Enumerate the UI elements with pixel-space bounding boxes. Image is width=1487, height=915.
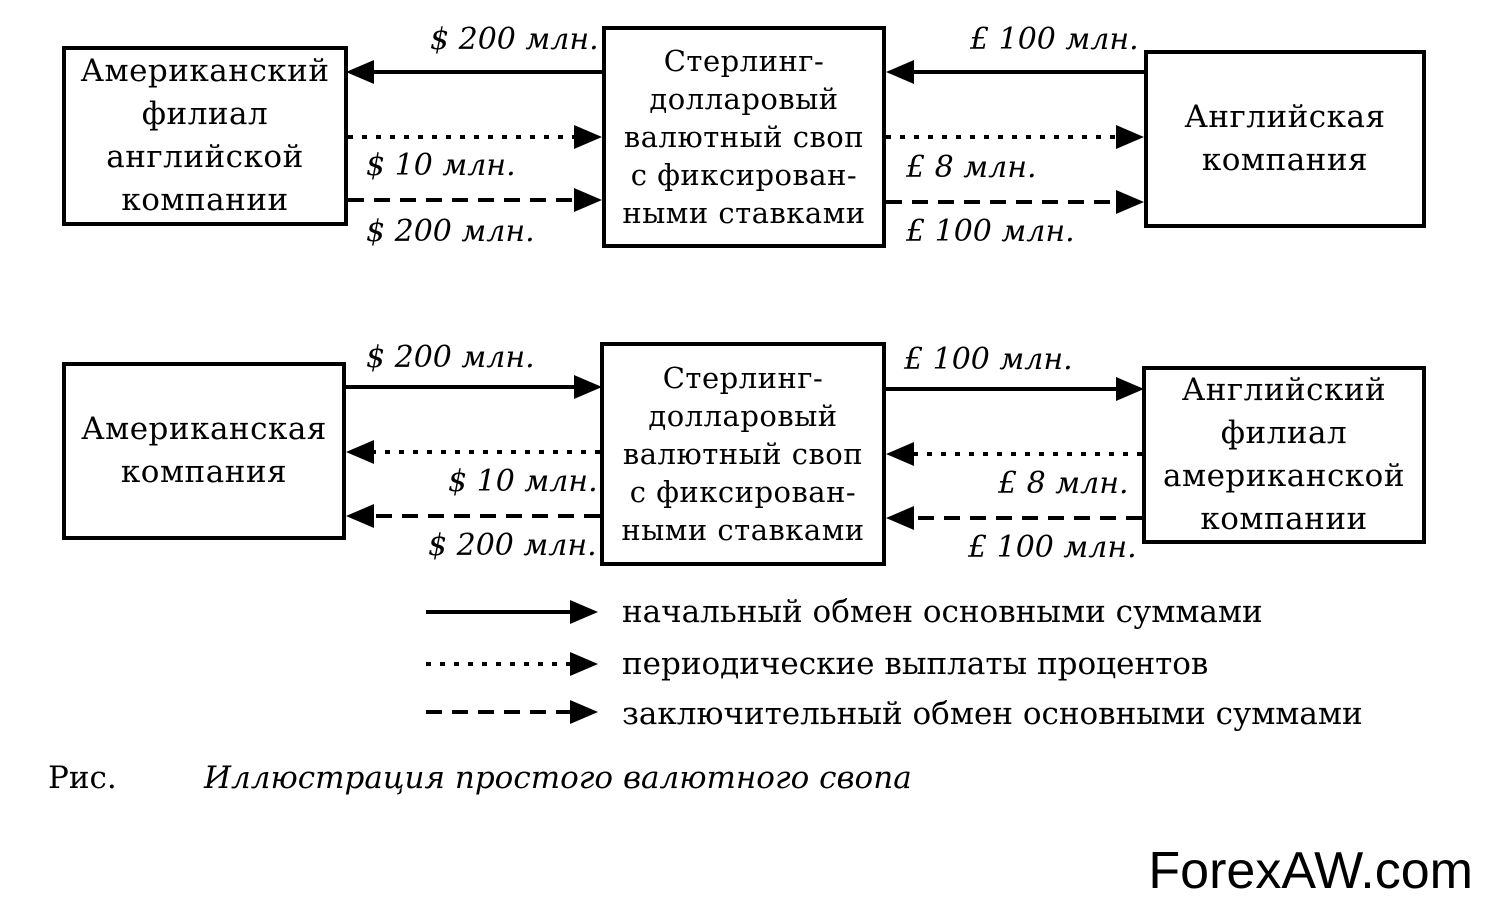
bottom-right-box: Английский филиал американской компании: [1142, 366, 1426, 544]
caption-title: Иллюстрация простого валютного свопа: [204, 760, 912, 796]
top-left-final-amount: $ 200 млн.: [366, 214, 535, 249]
top-right-box: Английская компания: [1144, 50, 1426, 228]
bottom-right-interest-head: [886, 442, 914, 466]
bottom-middle-box: Стерлинг- долларовый валютный своп с фик…: [600, 342, 886, 566]
bottom-left-box: Американская компания: [62, 362, 346, 540]
caption-prefix: Рис.: [48, 760, 117, 796]
top-right-initial-amount: £ 100 млн.: [970, 22, 1139, 57]
top-right-interest-amount: £ 8 млн.: [906, 150, 1037, 185]
top-left-initial-amount: $ 200 млн.: [430, 22, 599, 57]
top-right-final-head: [1116, 190, 1144, 214]
bottom-right-box-label: Английский филиал американской компании: [1162, 372, 1406, 537]
bottom-left-box-label: Американская компания: [81, 411, 327, 490]
watermark-logo: ForexAW.com: [1148, 842, 1473, 900]
top-left-final-head: [574, 188, 602, 212]
top-middle-box: Стерлинг- долларовый валютный своп с фик…: [602, 26, 886, 248]
top-left-box-label: Американский филиал английской компании: [80, 53, 330, 218]
top-right-initial-head: [886, 60, 914, 84]
top-right-interest-head: [1116, 125, 1144, 149]
bottom-left-initial-head: [574, 375, 602, 399]
bottom-left-final-head: [346, 504, 374, 528]
bottom-middle-box-label: Стерлинг- долларовый валютный своп с фик…: [621, 361, 865, 547]
top-left-initial-head: [346, 60, 374, 84]
bottom-left-initial-amount: $ 200 млн.: [366, 340, 535, 375]
legend-dashed-label: заключительный обмен основными суммами: [622, 696, 1363, 732]
legend-dotted-label: периодические выплаты процентов: [622, 646, 1209, 682]
top-left-interest-amount: $ 10 млн.: [366, 148, 516, 183]
top-right-final-amount: £ 100 млн.: [906, 214, 1075, 249]
top-middle-box-label: Стерлинг- долларовый валютный своп с фик…: [622, 44, 866, 230]
legend-solid-label: начальный обмен основными суммами: [622, 594, 1263, 630]
bottom-left-final-amount: $ 200 млн.: [428, 528, 597, 563]
legend-dotted-head: [570, 652, 598, 676]
top-right-box-label: Английская компания: [1184, 99, 1386, 178]
bottom-right-interest-amount: £ 8 млн.: [998, 466, 1129, 501]
bottom-right-final-head: [886, 506, 914, 530]
bottom-right-final-amount: £ 100 млн.: [968, 530, 1137, 565]
bottom-right-initial-head: [1116, 377, 1144, 401]
bottom-left-interest-amount: $ 10 млн.: [448, 464, 598, 499]
top-left-box: Американский филиал английской компании: [62, 46, 348, 226]
legend-dashed-head: [570, 700, 598, 724]
bottom-left-interest-head: [346, 440, 374, 464]
legend-solid-head: [570, 600, 598, 624]
top-left-interest-head: [574, 125, 602, 149]
bottom-right-initial-amount: £ 100 млн.: [904, 342, 1073, 377]
